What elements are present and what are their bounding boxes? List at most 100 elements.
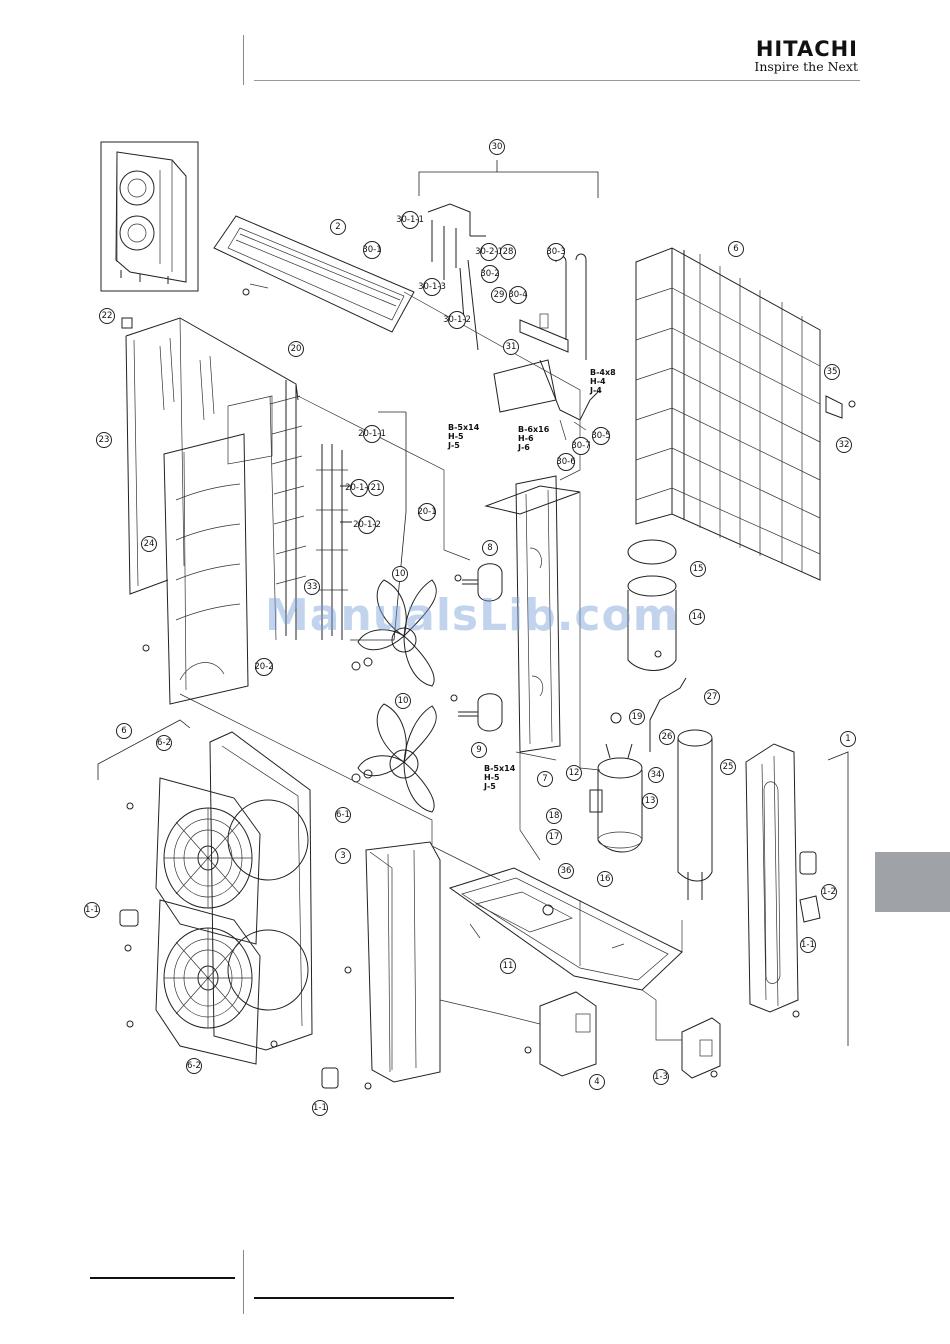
callout-text: 33 [307, 582, 318, 592]
footer-left-rule [90, 1277, 235, 1279]
terminal-bracket [681, 1017, 721, 1079]
base-plate [448, 867, 683, 991]
callout-text: 30-1 [362, 245, 381, 255]
callout-11: 11 [500, 958, 516, 974]
callout-text: 6-1 [336, 810, 350, 820]
callout-32: 32 [836, 437, 852, 453]
callout-text: 20-1-1 [345, 483, 373, 493]
callout-text: 10 [395, 569, 406, 579]
callout-20-1: 20-1 [417, 503, 437, 521]
callout-7: 7 [537, 771, 553, 787]
upper-fan-guard [126, 777, 261, 945]
callout-text: 1-3 [654, 1072, 668, 1082]
callout-1: 1 [840, 731, 856, 747]
callout-6-1: 6-1 [335, 807, 351, 823]
callout-text: 30-1-1 [396, 215, 424, 225]
front-panel-frame [209, 731, 313, 1051]
callout-text: 16 [600, 874, 611, 884]
callout-text: 19 [632, 712, 643, 722]
lower-propeller-fan [351, 703, 437, 813]
callout-8: 8 [482, 540, 498, 556]
callout-1-1: 1-1 [312, 1100, 328, 1116]
callout-31: 31 [503, 339, 519, 355]
callout-25: 25 [720, 759, 736, 775]
callout-30-1-1: 30-1-1 [396, 211, 424, 229]
callout-text: 9 [476, 745, 481, 755]
callout-text: 32 [839, 440, 850, 450]
watermark: ManualsLib.com [265, 590, 680, 641]
callout-17: 17 [546, 829, 562, 845]
assembly-guide-lines [179, 291, 683, 1041]
callout-text: 20 [291, 344, 302, 354]
callout-text: 6-2 [187, 1061, 201, 1071]
callout-text: 1-1 [801, 940, 815, 950]
screw-spec-line: B-5x14 [484, 764, 516, 773]
brand-tagline: Inspire the Next [754, 59, 858, 74]
callout-text: 30-7 [571, 441, 590, 451]
front-right-panel [321, 841, 441, 1090]
section-tab [875, 852, 950, 912]
fan-support-post [484, 475, 581, 761]
callout-30-1-3: 30-1-3 [418, 278, 446, 296]
header-vertical-rule [243, 35, 244, 85]
callout-30-3: 30-3 [546, 243, 566, 261]
accumulator [610, 677, 713, 900]
callout-text: 36 [561, 866, 572, 876]
callout-text: 30-2-1 [475, 247, 503, 257]
callout-3: 3 [335, 848, 351, 864]
service-valve-bracket [524, 991, 597, 1077]
callout-33: 33 [304, 579, 320, 595]
callout-14: 14 [689, 609, 705, 625]
callout-20-1-1: 20-1-1 [345, 479, 373, 497]
callout-text: 1-2 [822, 887, 836, 897]
callout-text: 6 [121, 726, 126, 736]
callout-text: 12 [569, 768, 580, 778]
callout-19: 19 [629, 709, 645, 725]
callout-9: 9 [471, 742, 487, 758]
callout-30-5: 30-5 [591, 427, 611, 445]
screw-spec-line: H-4 [590, 377, 606, 386]
callout-6-2: 6-2 [156, 735, 172, 751]
callout-22: 22 [99, 308, 115, 324]
screw-spec-line: H-5 [484, 773, 500, 782]
callout-1-1: 1-1 [84, 902, 100, 918]
compressor-cover [627, 539, 677, 671]
hitachi-logo: HITACHI Inspire the Next [754, 38, 858, 74]
callout-text: 22 [102, 311, 113, 321]
brand-name: HITACHI [755, 37, 858, 61]
callout-6: 6 [116, 723, 132, 739]
lower-fan-motor [450, 693, 503, 732]
callout-20-1-2: 20-1-2 [353, 516, 381, 534]
compressor [589, 743, 643, 853]
callout-text: 14 [692, 612, 703, 622]
callout-text: 1-1 [85, 905, 99, 915]
callout-text: 26 [662, 732, 673, 742]
callout-16: 16 [597, 871, 613, 887]
callout-30-1: 30-1 [362, 241, 382, 259]
callout-text: 20-1-1 [358, 429, 386, 439]
screw-spec-line: H-5 [448, 432, 464, 441]
callout-10: 10 [392, 566, 408, 582]
screw-specifications: B-4x8H-4J-4B-5x14H-5J-5B-6x16H-6J-6B-5x1… [447, 368, 616, 791]
callout-text: 18 [549, 811, 560, 821]
callout-text: 20-1 [417, 507, 436, 517]
callout-1-2: 1-2 [821, 884, 837, 900]
callout-text: 30-5 [591, 431, 610, 441]
callout-text: 23 [99, 435, 110, 445]
screw-spec-line: J-5 [483, 782, 496, 791]
partition-plate [142, 433, 249, 705]
callout-13: 13 [642, 793, 658, 809]
upper-propeller-fan [351, 579, 437, 687]
callout-text: 30-4 [508, 290, 527, 300]
callout-30-2: 30-2 [480, 265, 500, 283]
screw-spec-line: J-4 [589, 386, 602, 395]
callout-20-2: 20-2 [254, 658, 274, 676]
callout-6: 6 [728, 241, 744, 257]
callout-6-2: 6-2 [186, 1058, 202, 1074]
callout-35: 35 [824, 364, 840, 380]
callout-text: 10 [398, 696, 409, 706]
upper-fan-motor [454, 563, 503, 602]
